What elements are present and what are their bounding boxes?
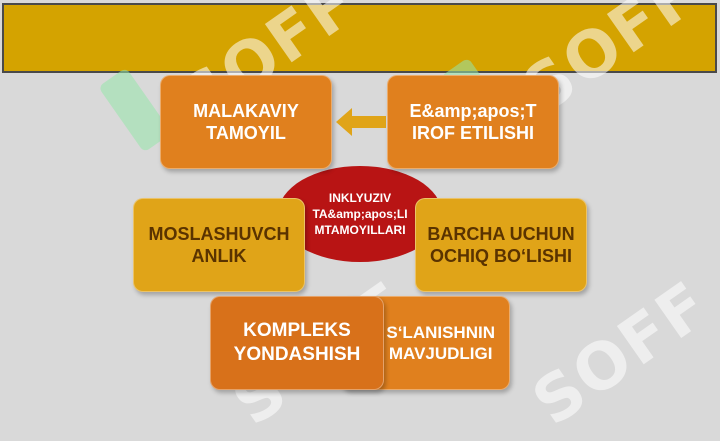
box-kompleks-yondashish: KOMPLEKS YONDASHISH [210, 296, 384, 390]
box-label-line2: YONDASHISH [233, 344, 361, 365]
center-line-3: MTAMOYILLARI [314, 223, 406, 238]
box-label-line1: MALAKAVIY [193, 100, 299, 121]
box-label-line2: TAMOYIL [206, 123, 286, 143]
box-label-line1: KOMPLEKS [243, 320, 351, 342]
box-label-line2: ANLIK [191, 246, 247, 266]
box-label-line2: MAVJUDLIGI [388, 344, 493, 363]
box-label-line2: OCHIQ BO‘LISHI [429, 246, 572, 266]
box-barcha-uchun-ochiq: BARCHA UCHUN OCHIQ BO‘LISHI [415, 198, 587, 292]
box-label-line1: BARCHA UCHUN [427, 223, 575, 244]
title-bar [2, 3, 717, 73]
box-moslashuvchanlik: MOSLASHUVCH ANLIK [133, 198, 305, 292]
left-arrow-icon [336, 108, 386, 136]
center-line-1: INKLYUZIV [328, 190, 392, 205]
watermark-text: SOFF [520, 267, 720, 441]
box-label-line2: IROF ETILISHI [411, 123, 534, 143]
box-label-line1: E&amp;apos;T [409, 100, 537, 121]
box-label-line1: S‘LANISHNIN [386, 322, 495, 342]
box-etirof-etilishi: E&amp;apos;T IROF ETILISHI [387, 75, 559, 169]
box-label-line1: MOSLASHUVCH [148, 223, 290, 244]
center-line-2: TA&amp;apos;LI [312, 206, 408, 221]
center-topic-oval: INKLYUZIV TA&amp;apos;LI MTAMOYILLARI [278, 166, 442, 262]
box-malakaviy-tamoyil: MALAKAVIY TAMOYIL [160, 75, 332, 169]
